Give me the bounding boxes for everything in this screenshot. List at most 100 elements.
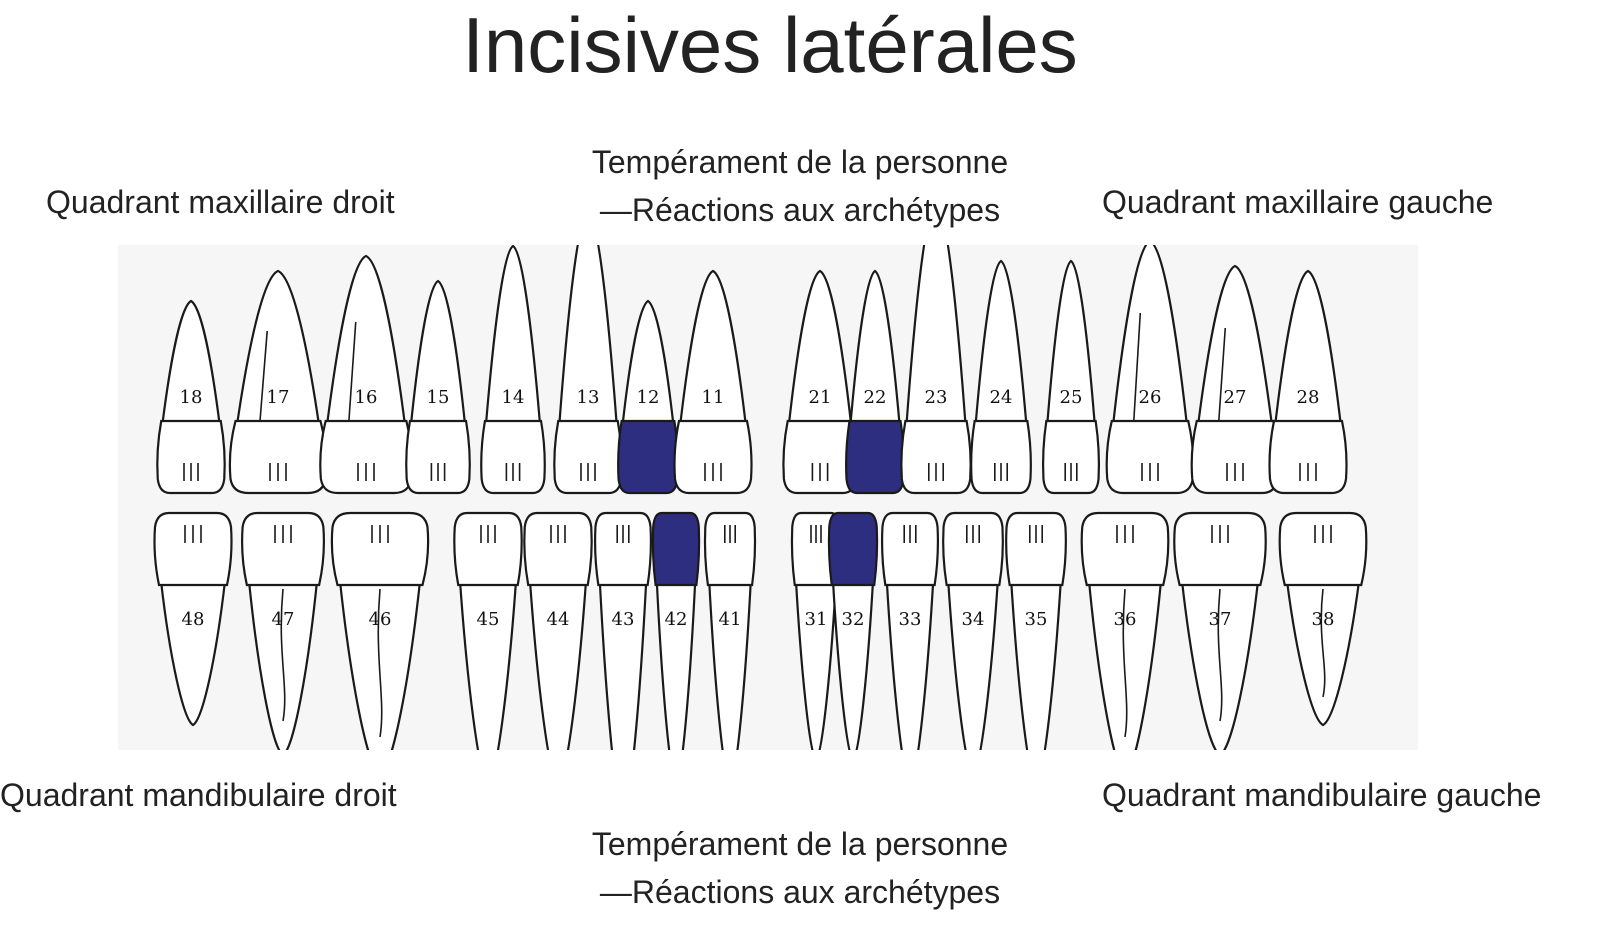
tooth-number-42: 42 (665, 609, 688, 630)
tooth-crown (1080, 511, 1170, 587)
tooth-number-14: 14 (502, 387, 525, 408)
tooth-crown (405, 419, 471, 495)
tooth-number-15: 15 (427, 387, 450, 408)
tooth-crown (845, 419, 905, 495)
tooth-36: 36 (1080, 511, 1170, 750)
tooth-number-17: 17 (267, 387, 290, 408)
tooth-crown (330, 511, 430, 587)
root-split (1218, 327, 1227, 422)
tooth-number-28: 28 (1297, 387, 1320, 408)
tooth-16: 16 (319, 254, 413, 495)
tooth-crown (1173, 511, 1267, 587)
tooth-number-22: 22 (864, 387, 887, 408)
tooth-root (947, 579, 999, 750)
tooth-number-11: 11 (702, 387, 725, 408)
tooth-17: 17 (228, 269, 328, 495)
tooth-root (484, 245, 542, 427)
tooth-root (528, 579, 588, 750)
tooth-crown (617, 419, 679, 495)
tooth-number-35: 35 (1025, 609, 1048, 630)
tooth-37: 37 (1173, 511, 1267, 750)
tooth-crown (651, 511, 701, 587)
tooth-number-18: 18 (180, 387, 203, 408)
tooth-number-46: 46 (369, 609, 392, 630)
top-center-line2: —Réactions aux archétypes (599, 192, 1001, 228)
tooth-root (905, 245, 967, 427)
tooth-48: 48 (153, 511, 233, 727)
tooth-38: 38 (1278, 511, 1368, 727)
tooth-crown (156, 419, 226, 495)
tooth-root (621, 299, 675, 427)
tooth-root (598, 579, 648, 750)
tooth-number-13: 13 (577, 387, 600, 408)
tooth-number-16: 16 (355, 387, 378, 408)
root-split (1320, 588, 1326, 698)
tooth-crown (970, 419, 1032, 495)
tooth-34: 34 (942, 511, 1004, 750)
tooth-43: 43 (593, 511, 653, 750)
tooth-root (458, 579, 518, 750)
tooth-root (831, 579, 875, 750)
tooth-number-38: 38 (1312, 609, 1335, 630)
tooth-22: 22 (845, 269, 905, 495)
tooth-crown (880, 511, 940, 587)
tooth-42: 42 (651, 511, 701, 750)
tooth-12: 12 (617, 299, 679, 495)
tooth-41: 41 (703, 511, 757, 750)
tooth-crown (480, 419, 546, 495)
tooth-45: 45 (453, 511, 523, 750)
tooth-crown (1278, 511, 1368, 587)
tooth-root (1046, 259, 1096, 427)
tooth-crown (1005, 511, 1067, 587)
top-center-caption: Tempérament de la personne —Réactions au… (500, 138, 1100, 234)
tooth-number-23: 23 (925, 387, 948, 408)
tooth-root (159, 579, 227, 727)
root-split (1217, 588, 1223, 722)
tooth-root (708, 579, 752, 750)
tooth-crown (673, 419, 753, 495)
tooth-number-34: 34 (962, 609, 985, 630)
bottom-center-line1: Tempérament de la personne (591, 826, 1009, 862)
tooth-root (655, 579, 697, 750)
tooth-number-21: 21 (809, 387, 832, 408)
tooth-15: 15 (405, 279, 471, 495)
bottom-center-line2: —Réactions aux archétypes (599, 874, 1001, 910)
tooth-crown (228, 419, 328, 495)
quadrant-label-upper-right: Quadrant maxillaire droit (46, 184, 395, 220)
tooth-33: 33 (880, 511, 940, 750)
tooth-47: 47 (240, 511, 326, 750)
tooth-25: 25 (1041, 259, 1101, 495)
tooth-number-36: 36 (1114, 609, 1137, 630)
tooth-root (794, 579, 838, 750)
quadrant-label-upper-left: Quadrant maxillaire gauche (1102, 184, 1494, 220)
tooth-23: 23 (900, 245, 972, 495)
root-split (259, 330, 268, 422)
tooth-crown (703, 511, 757, 587)
tooth-root (325, 254, 407, 427)
tooth-root (558, 245, 618, 427)
tooth-root (1273, 269, 1343, 427)
tooth-crown (1190, 419, 1280, 495)
tooth-number-37: 37 (1209, 609, 1232, 630)
tooth-crown (593, 511, 653, 587)
bottom-center-caption: Tempérament de la personne —Réactions au… (500, 820, 1100, 916)
tooth-number-48: 48 (182, 609, 205, 630)
tooth-number-47: 47 (272, 609, 295, 630)
tooth-18: 18 (156, 299, 226, 495)
tooth-number-45: 45 (477, 609, 500, 630)
tooth-21: 21 (782, 269, 858, 495)
tooth-crown (1268, 419, 1348, 495)
root-split (1122, 588, 1128, 738)
tooth-root (974, 259, 1028, 427)
tooth-root (235, 269, 321, 427)
tooth-24: 24 (970, 259, 1032, 495)
tooth-crown (523, 511, 593, 587)
tooth-crown (553, 419, 623, 495)
tooth-root (409, 279, 467, 427)
tooth-number-12: 12 (637, 387, 660, 408)
tooth-crown (1105, 419, 1195, 495)
tooth-number-32: 32 (842, 609, 865, 630)
tooth-number-43: 43 (612, 609, 635, 630)
tooth-44: 44 (523, 511, 593, 750)
